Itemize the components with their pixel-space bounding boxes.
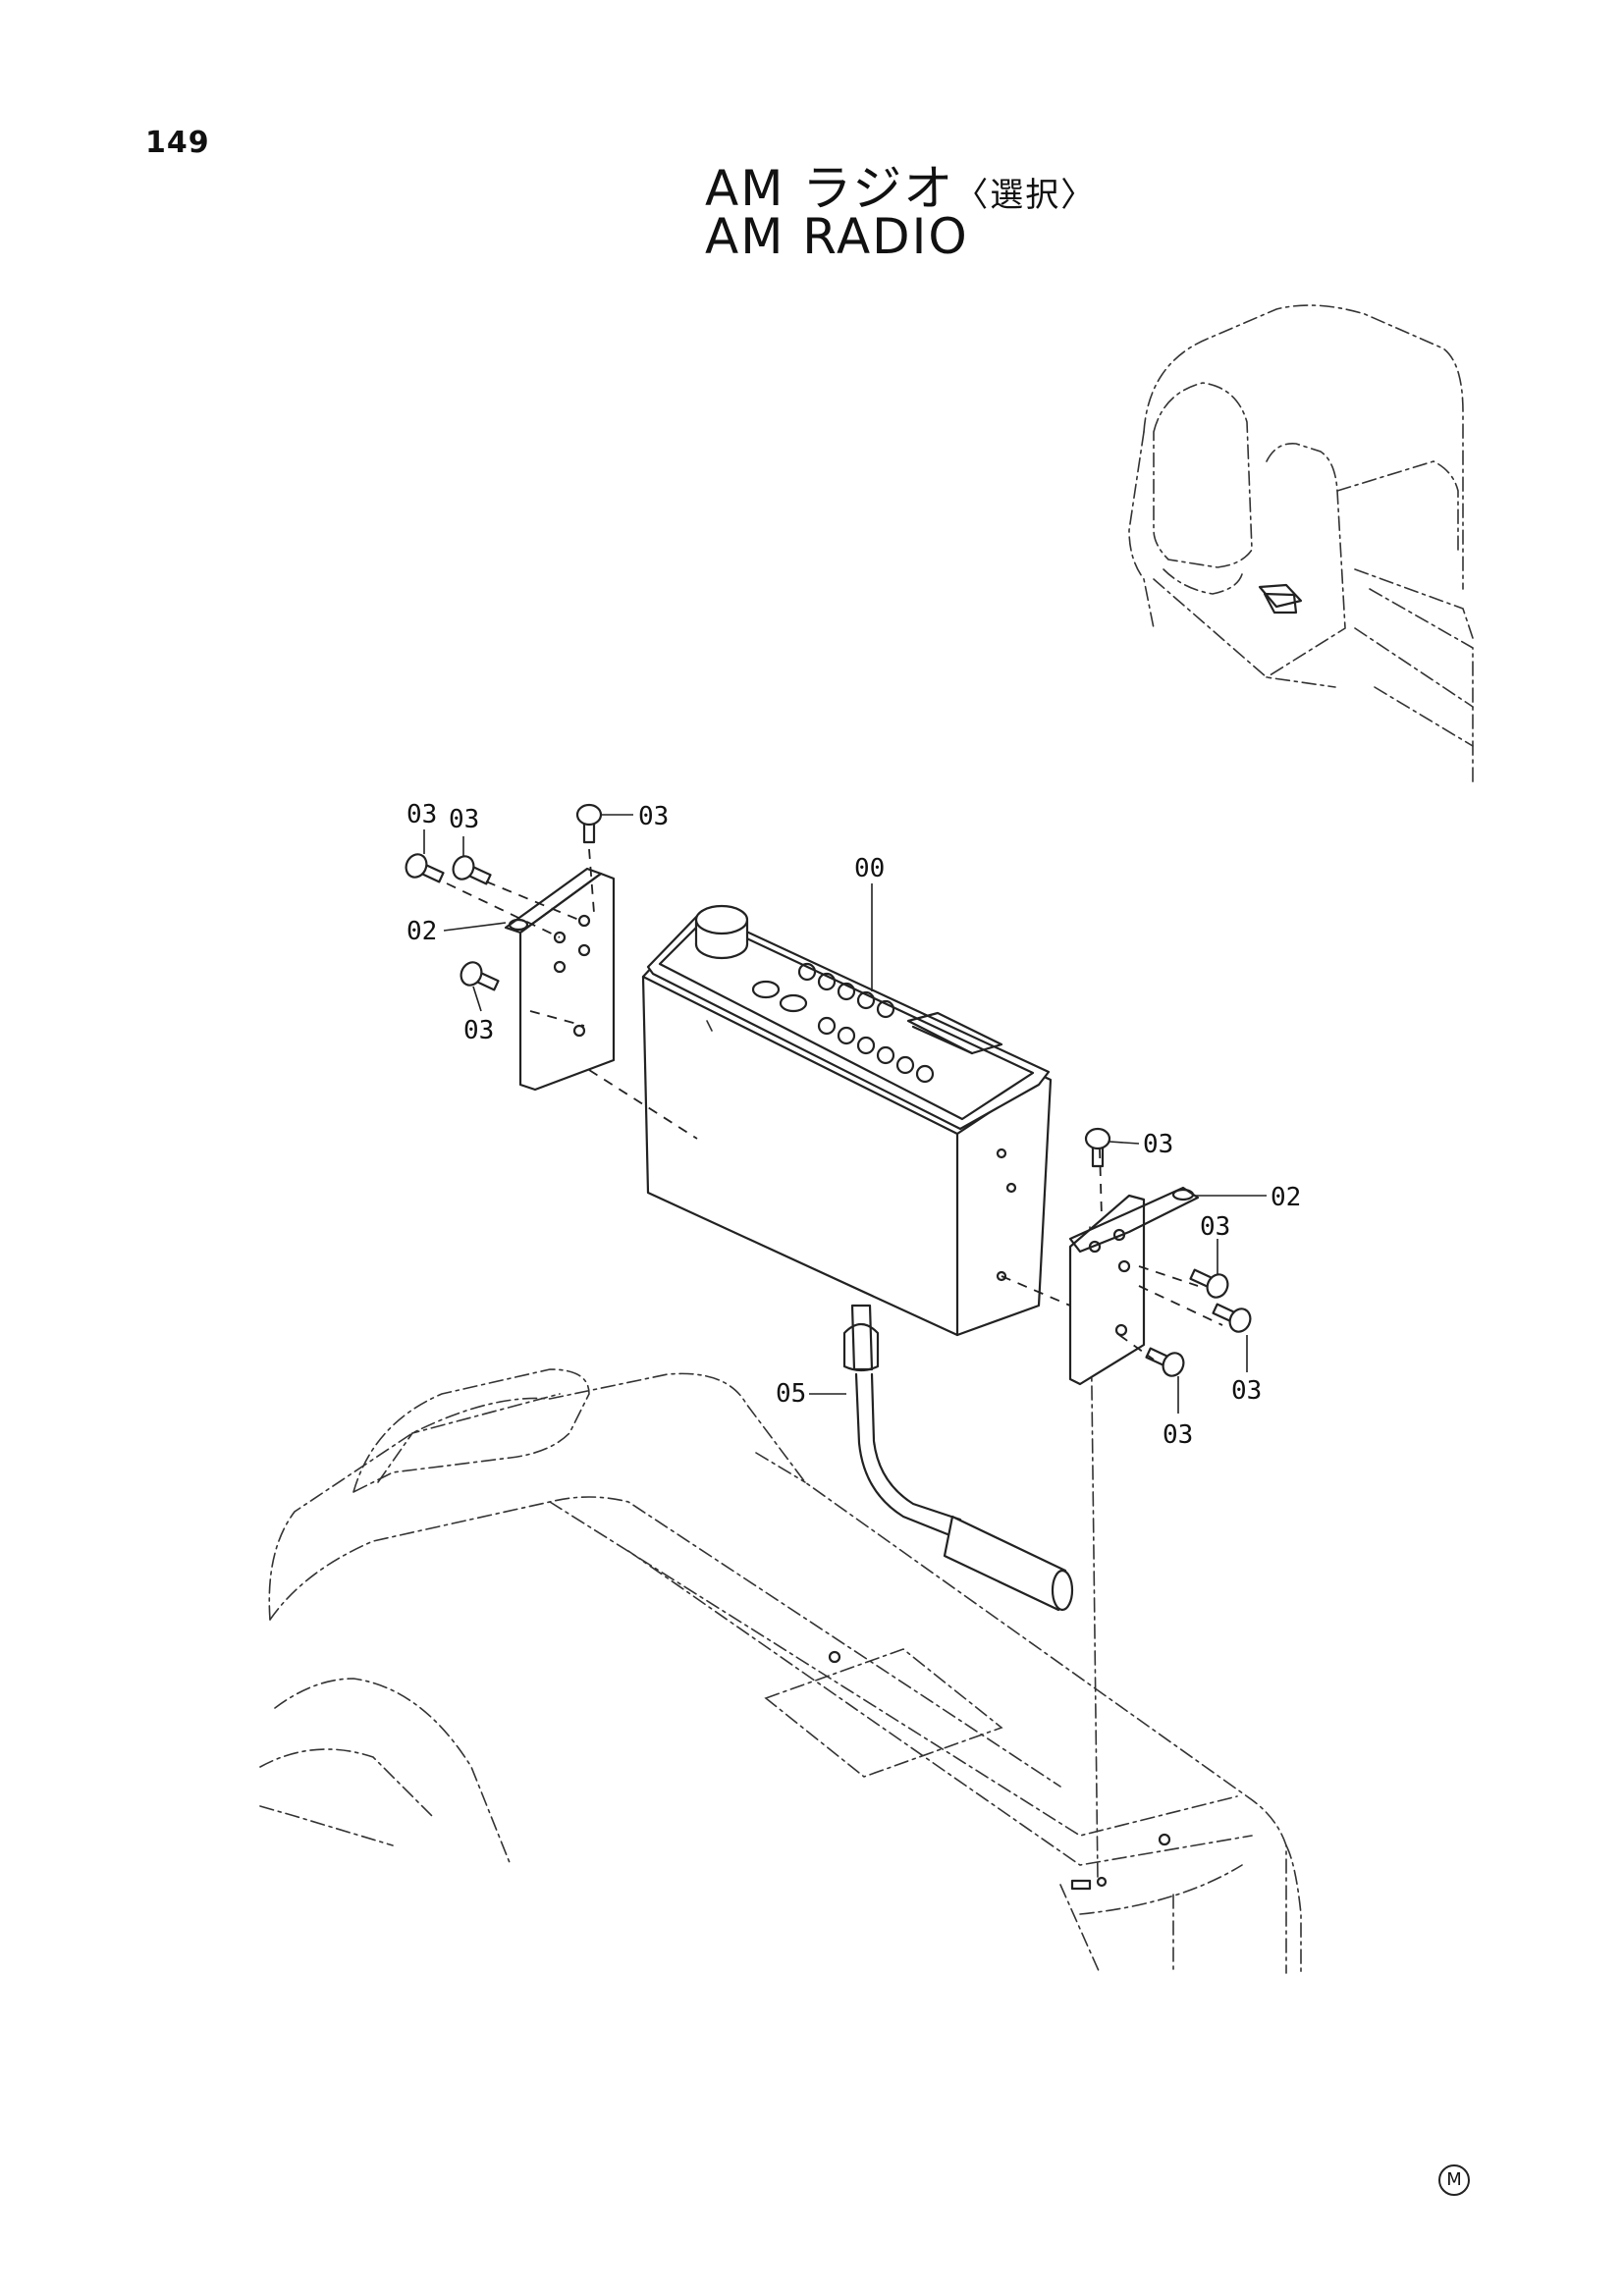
antenna-cable bbox=[842, 1304, 1074, 1612]
radio-buttons bbox=[751, 962, 1003, 1084]
footer-mark: M bbox=[1438, 2164, 1470, 2196]
callout-03: 03 bbox=[463, 1016, 494, 1045]
page-number: 149 bbox=[145, 126, 210, 160]
screw bbox=[405, 853, 445, 883]
callout-00: 00 bbox=[854, 854, 885, 883]
title-japanese-text: AM ラジオ bbox=[705, 160, 955, 217]
title-english: AM RADIO bbox=[705, 208, 969, 265]
bracket-left bbox=[504, 867, 616, 1092]
console-base-illustration bbox=[259, 1368, 1302, 1974]
bracket-right bbox=[1068, 1186, 1200, 1386]
callout-03: 03 bbox=[449, 805, 479, 834]
screws bbox=[405, 803, 1252, 1377]
screw bbox=[1084, 1127, 1111, 1168]
callout-03: 03 bbox=[406, 800, 437, 829]
callout-03: 03 bbox=[1231, 1376, 1262, 1406]
callout-05: 05 bbox=[776, 1379, 806, 1409]
callout-labels: 00 02 02 03 03 03 03 03 03 03 03 05 bbox=[406, 800, 1301, 1450]
callout-03: 03 bbox=[1163, 1420, 1193, 1450]
callout-03: 03 bbox=[1143, 1130, 1173, 1159]
screw bbox=[452, 855, 492, 885]
screw bbox=[1145, 1347, 1185, 1377]
screw bbox=[575, 803, 603, 844]
title-japanese: AM ラジオ〈選択〉 bbox=[705, 149, 1096, 220]
radio-unit bbox=[641, 904, 1053, 1337]
assembly-lines bbox=[446, 848, 1223, 1361]
callout-02-right: 02 bbox=[1271, 1183, 1301, 1212]
callout-03: 03 bbox=[1200, 1212, 1230, 1242]
title-japanese-note: 〈選択〉 bbox=[954, 176, 1097, 215]
screw bbox=[1212, 1303, 1252, 1333]
screw bbox=[460, 961, 500, 991]
screw bbox=[1189, 1268, 1229, 1299]
cab-inset-illustration bbox=[1128, 304, 1474, 786]
callout-02-left: 02 bbox=[406, 917, 437, 946]
callout-03: 03 bbox=[638, 802, 669, 831]
leader-lines bbox=[423, 814, 1267, 1414]
